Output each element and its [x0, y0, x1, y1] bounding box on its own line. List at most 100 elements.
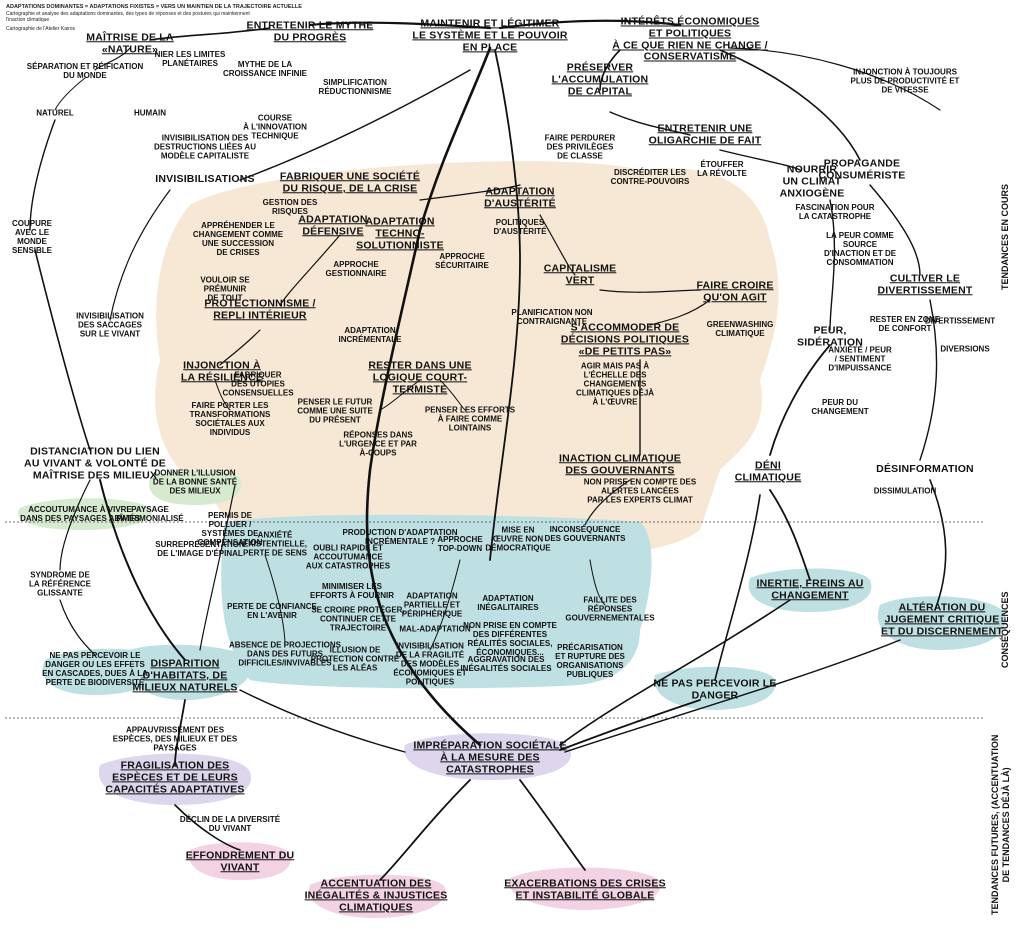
node-peur-line-0: PEUR, — [813, 324, 847, 337]
sub-invis-destructions-line-1: DESTRUCTIONS LIÉES AU — [154, 142, 256, 152]
side-label-tendances-futures: TENDANCES FUTURES, (ACCENTUATION DE TEND… — [990, 734, 1011, 915]
sub-penser-futur-line-2: DU PRÉSENT — [309, 415, 361, 425]
sub-oubli-rapide-line-0: OUBLI RAPIDE ET — [313, 543, 383, 553]
node-inaction-line-0: INACTION CLIMATIQUE — [558, 452, 682, 465]
node-deni-line-0: DÉNI — [755, 459, 781, 472]
node-capvert-line-0: CAPITALISME — [543, 262, 617, 275]
sub-mal-adaptation-line-0: MAL-ADAPTATION — [399, 624, 471, 634]
node-techno-line-0: ADAPTATION — [365, 215, 435, 228]
sub-absence-projections-line-1: DANS DES FUTURS — [246, 649, 323, 659]
zones-layer — [18, 161, 1006, 918]
sub-invis-saccages-line-1: DES SACCAGES — [77, 320, 143, 330]
edge-anxiete-absence — [264, 554, 286, 646]
sub-politiques-austerite-line-0: POLITIQUES — [495, 218, 545, 228]
sub-faire-porter-line-3: INDIVIDUS — [209, 427, 251, 437]
sub-approche-gestionnaire-line-0: APPROCHE — [333, 260, 379, 270]
sub-invis-destructions-line-2: MODÈLE CAPITALISTE — [160, 151, 250, 161]
sub-production-adaptation-line-0: PRODUCTION D'ADAPTATION — [342, 528, 458, 538]
edge-topdown-invis — [429, 559, 461, 651]
sub-perte-confiance-line-1: EN L'AVENIR — [247, 611, 297, 620]
sub-penser-futur-line-1: COMME UNE SUITE — [297, 406, 373, 416]
sub-agir-mais-line-0: AGIR MAIS PAS À — [580, 361, 650, 371]
sub-adaptation-partielle-line-2: PÉRIPHÉRIQUE — [401, 609, 463, 619]
sub-anxiete-peur-line-1: / SENTIMENT — [834, 354, 886, 364]
edge-root-invis — [239, 69, 471, 181]
zone-green-2 — [149, 470, 241, 505]
sub-adaptation-partielle-line-1: PARTIELLE ET — [403, 600, 461, 610]
sub-humain-line-0: HUMAIN — [134, 108, 166, 118]
node-protectionnisme-line-1: REPLI INTÉRIEUR — [213, 309, 307, 321]
sub-inconsequence-line-0: INCONSÉQUENCE — [549, 525, 621, 535]
sub-coupure-line-3: SENSIBLE — [11, 245, 53, 255]
sub-gestion-risques-line-1: RISQUES — [271, 207, 308, 216]
sub-simplification-line-1: RÉDUCTIONNISME — [318, 87, 392, 96]
sub-fascination-line-0: FASCINATION POUR — [795, 203, 875, 213]
sub-dissimulation-line-0: DISSIMULATION — [873, 486, 937, 496]
sub-agir-mais-line-2: CHANGEMENTS — [583, 379, 647, 389]
edge-protect-injonct — [219, 329, 261, 366]
sub-etouffer-line-1: LA RÉVOLTE — [697, 169, 747, 178]
sub-oubli-rapide-line-1: ACCOUTUMANCE — [313, 552, 383, 562]
node-court-terme-line-1: LOGIQUE COURT- — [372, 371, 468, 384]
sub-anxiete-existentielle-line-2: PERTE DE SENS — [242, 548, 308, 558]
edge-desinfo-alter — [929, 479, 947, 611]
sub-paysage-line-0: PAYSAGE — [131, 505, 169, 515]
sub-accoutumance-line-1: DANS DES PAYSAGES ABÎMÉS — [20, 514, 140, 523]
sub-vouloir-premunir-line-1: PRÉMUNIR — [203, 284, 247, 294]
node-alteration-line-2: ET DU DISCERNEMENT — [880, 624, 1004, 637]
edge-root-down-2 — [489, 49, 521, 561]
node-protectionnisme: PROTECTIONNISME /REPLI INTÉRIEUR — [204, 297, 315, 322]
edge-courtterme-penser — [379, 379, 421, 411]
sub-faillite-reponses-line-0: FAILLITE DES — [583, 595, 637, 605]
sub-fascination-line-1: LA CATASTROPHE — [798, 212, 872, 221]
node-nature-line-0: MAÎTRISE DE LA — [86, 31, 174, 44]
sub-peur-changement-line-0: PEUR DU — [821, 398, 858, 408]
node-invisibilisations-line-0: INVISIBILISATIONS — [155, 173, 255, 186]
node-austerite-line-1: D'AUSTÉRITÉ — [484, 197, 556, 209]
sub-faire-porter-line-2: SOCIÉTALES AUX — [195, 419, 265, 428]
edge-dispar-fragil — [174, 699, 186, 766]
node-exacerbation-line-0: EXACERBATIONS DES CRISES — [504, 877, 666, 890]
edge-illusion-dispar — [199, 484, 236, 651]
sub-illusion-protection-line-0: ILLUSION DE — [329, 645, 381, 655]
node-petits-pas-line-0: S'ACCOMMODER DE — [570, 321, 680, 334]
sub-se-croire-line-0: SE CROIRE PROTÉGER, — [311, 605, 405, 615]
sub-etouffer-line-0: ÉTOUFFER — [700, 160, 744, 170]
edge-interets-right — [729, 47, 941, 111]
edge-courtterme-efforts — [439, 379, 466, 411]
node-percevoir-line-1: DANGER — [691, 689, 739, 701]
sub-rester-confort-line-0: RESTER EN ZONE — [869, 315, 941, 325]
edge-alter-impr — [564, 639, 901, 753]
sub-precarisation-line-1: ET RUPTURE DES — [555, 652, 625, 662]
edge-deni-inertie — [769, 489, 811, 581]
sub-discrediter-line-1: CONTRE-POUVOIRS — [610, 177, 690, 186]
node-disparition-line-0: DISPARITION — [150, 657, 220, 670]
node-court-terme-line-0: RESTER DANS UNE — [368, 359, 472, 372]
sub-precarisation-line-0: PRÉCARISATION — [557, 643, 623, 653]
sub-non-prise-line-0: NON PRISE EN COMPTE DES — [583, 477, 697, 487]
sub-peur-moteur-line-0: LA PEUR COMME — [826, 231, 894, 241]
node-fabriquer-line-1: DU RISQUE, DE LA CRISE — [282, 182, 418, 194]
sub-se-croire-line-2: TRAJECTOIRE — [329, 623, 387, 633]
